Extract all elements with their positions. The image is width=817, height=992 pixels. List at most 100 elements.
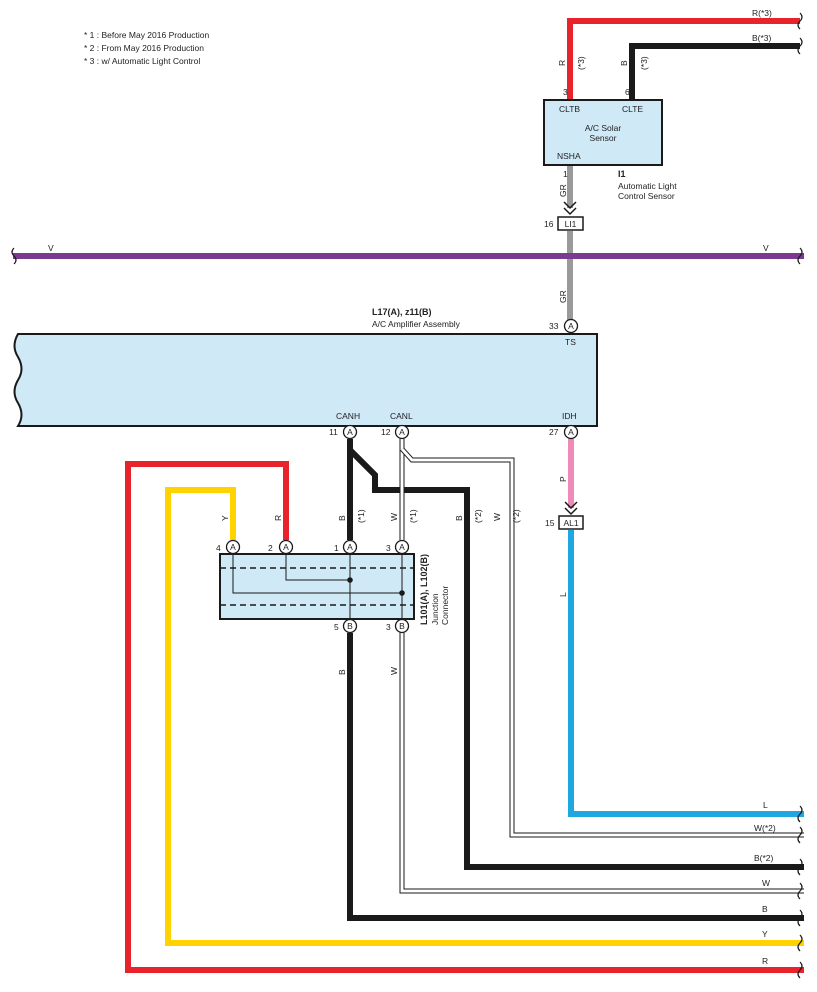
right-wire-labels: L W(*2) B(*2) W B Y R xyxy=(754,800,776,966)
junction-connector: 4 2 1 3 5 3 L101(A), L102(B) Junction Co… xyxy=(216,543,450,632)
junction-dot xyxy=(347,577,353,583)
pin-circle-letter: B xyxy=(347,621,353,631)
sensor-desc-2: Control Sensor xyxy=(618,191,675,201)
sensor-pin-num-1: 1 xyxy=(563,169,568,179)
right-label-r: R xyxy=(762,956,768,966)
wire-end-mark xyxy=(797,12,803,30)
pin-circle xyxy=(342,618,358,634)
wire-label-b3: B(*3) xyxy=(752,33,772,43)
wires xyxy=(13,18,804,973)
wire-label-r-note: (*3) xyxy=(576,56,586,70)
note-1: * 1 : Before May 2016 Production xyxy=(84,30,209,40)
wire-label-w2: W xyxy=(492,513,502,521)
wire-label-b-canh: B xyxy=(337,515,347,521)
white-wires xyxy=(399,439,804,894)
junction-box xyxy=(219,553,415,620)
sensor-desc-1: Automatic Light xyxy=(618,181,677,191)
sensor-pin-nsha: NSHA xyxy=(557,151,581,161)
amplifier-num-12: 12 xyxy=(381,427,391,437)
wire-end-mark xyxy=(797,934,803,952)
wire-label-gr1: GR xyxy=(558,184,568,197)
amplifier-pin-idh: IDH xyxy=(562,411,577,421)
pin-circle-letter: A xyxy=(283,542,289,552)
pin-circle-letter: A xyxy=(568,321,574,331)
pin-circle-letter: A xyxy=(399,542,405,552)
right-label-b2: B(*2) xyxy=(754,853,774,863)
wire-label-p: P xyxy=(558,476,568,482)
wire-blue-l xyxy=(568,530,804,817)
wire-label-r: R xyxy=(273,515,283,521)
pin-circle-letter: B xyxy=(399,621,405,631)
note-2: * 2 : From May 2016 Production xyxy=(84,43,204,53)
solar-sensor: 3 6 CLTB CLTE A/C Solar Sensor NSHA 1 I1… xyxy=(543,87,677,201)
connector-li1-pin: 16 xyxy=(544,219,554,229)
amplifier-pin-canl: CANL xyxy=(390,411,413,421)
wire-white-w2 xyxy=(400,447,804,838)
wire-label-b-note: (*3) xyxy=(639,56,649,70)
junction-num-2: 2 xyxy=(268,543,273,553)
ac-amplifier: L17(A), z11(B) A/C Amplifier Assembly 33… xyxy=(13,307,598,437)
junction-ref: L101(A), L102(B) xyxy=(419,554,429,625)
connector-li1: LI1 16 xyxy=(544,201,584,231)
amplifier-name: A/C Amplifier Assembly xyxy=(372,319,461,329)
wire-label-w-canl-note: (*1) xyxy=(408,509,418,523)
pin-circle-letter: A xyxy=(399,427,405,437)
pin-circle xyxy=(342,424,358,440)
wire-yellow-y xyxy=(165,487,804,946)
junction-dot xyxy=(399,590,405,596)
wire-end-mark xyxy=(797,247,803,265)
pin-circle xyxy=(342,539,358,555)
right-label-w: W xyxy=(762,878,770,888)
right-label-y: Y xyxy=(762,929,768,939)
pin-circle xyxy=(225,539,241,555)
wire-end-mark xyxy=(797,882,803,900)
wire-black-b2 xyxy=(347,447,804,870)
junction-name-1: Junction xyxy=(430,593,440,625)
junction-pin-circles: A A A A B B xyxy=(225,539,410,634)
connector-al1-label: AL1 xyxy=(563,518,578,528)
pin-circle xyxy=(563,424,579,440)
pin-circle xyxy=(563,318,579,334)
connector-li1-label: LI1 xyxy=(565,219,577,229)
wire-label-y: Y xyxy=(220,515,230,521)
junction-num-3: 3 xyxy=(386,543,391,553)
amplifier-pin-ts: TS xyxy=(565,337,576,347)
pin-circle-letter: A xyxy=(230,542,236,552)
wire-label-w-low: W xyxy=(389,667,399,675)
pin-circle xyxy=(394,539,410,555)
connector-chevron-icon xyxy=(564,501,578,516)
sensor-pin-num-6: 6 xyxy=(625,87,630,97)
pin-circle-letter: A xyxy=(347,542,353,552)
wire-label-gr2: GR xyxy=(558,290,568,303)
wire-end-mark xyxy=(11,247,17,265)
junction-line xyxy=(285,554,350,581)
pin-circle xyxy=(394,424,410,440)
wire-label-v-right: V xyxy=(763,243,769,253)
solar-sensor-box xyxy=(543,99,663,166)
connector-chevron-icon xyxy=(563,201,577,216)
wire-label-v-left: V xyxy=(48,243,54,253)
amplifier-pin-canh: CANH xyxy=(336,411,360,421)
amplifier-ref: L17(A), z11(B) xyxy=(372,307,432,317)
amplifier-box xyxy=(13,333,598,427)
wire-end-mark xyxy=(797,37,803,55)
wire-label-l: L xyxy=(558,592,568,597)
amplifier-pin-circles: A A A A xyxy=(342,318,579,440)
wire-white-w-low-core xyxy=(400,633,804,893)
pin-circle-letter: A xyxy=(347,427,353,437)
wire-label-r-vert: R xyxy=(557,60,567,66)
wire-red-r3 xyxy=(567,18,800,100)
pin-circle-letter: A xyxy=(568,427,574,437)
amplifier-num-33: 33 xyxy=(549,321,559,331)
wire-label-b-vert: B xyxy=(619,60,629,66)
wire-label-r3: R(*3) xyxy=(752,8,772,18)
connector-al1-box xyxy=(558,515,584,530)
sensor-pin-clte: CLTE xyxy=(622,104,643,114)
wire-label-b2-note: (*2) xyxy=(473,509,483,523)
sensor-name-2: Sensor xyxy=(590,133,617,143)
wire-label-b-low: B xyxy=(337,669,347,675)
sensor-pin-num-3: 3 xyxy=(563,87,568,97)
right-label-w2: W(*2) xyxy=(754,823,776,833)
connector-al1-pin: 15 xyxy=(545,518,555,528)
